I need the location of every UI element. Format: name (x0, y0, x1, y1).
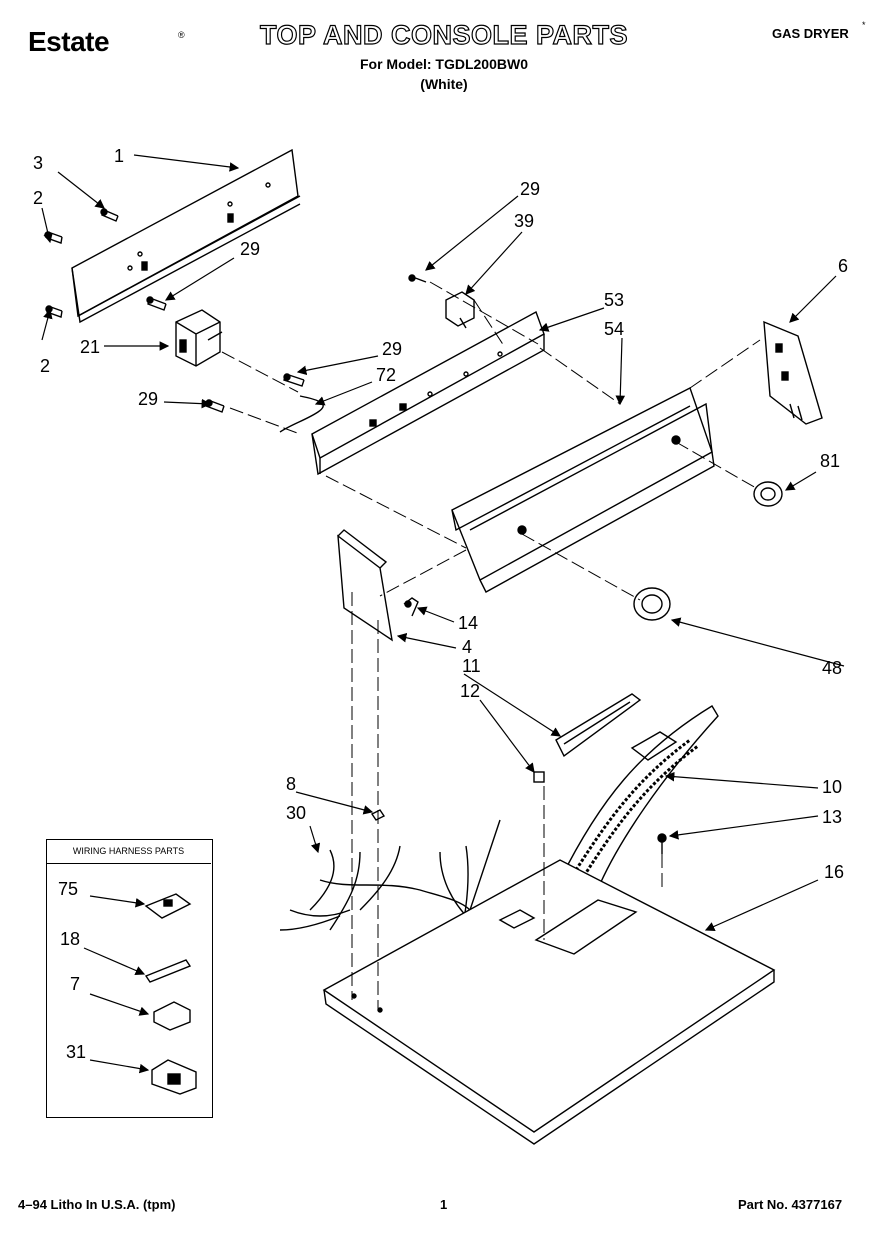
part-11-cover (555, 693, 642, 758)
callout-29-left: 29 (240, 239, 261, 259)
harness-callout-75: 75 (58, 879, 79, 899)
callout-2-bottom: 2 (40, 356, 51, 376)
part-39-switch (445, 291, 475, 329)
callout-12: 12 (460, 681, 481, 701)
callout-13: 13 (822, 807, 843, 827)
part-81-knob (753, 481, 783, 507)
part-1-rail (71, 148, 301, 324)
callout-11: 11 (462, 656, 481, 676)
callout-1: 1 (114, 146, 125, 166)
part-21-timer (175, 309, 223, 367)
footer-litho: 4–94 Litho In U.S.A. (tpm) (18, 1197, 176, 1212)
screw-29c (283, 373, 305, 387)
callout-16: 16 (824, 862, 845, 882)
footer-part-number: Part No. 4377167 (738, 1197, 843, 1212)
page-title: TOP AND CONSOLE PARTS (259, 19, 629, 50)
part-4-plate (337, 529, 393, 642)
harness-callout-7: 7 (70, 974, 81, 994)
color-line: (White) (420, 76, 468, 92)
part-72-wires (279, 395, 324, 433)
callout-30: 30 (286, 803, 307, 823)
screw-29a (146, 296, 167, 311)
part-6-endcap (763, 320, 823, 425)
harness-callout-31: 31 (66, 1042, 87, 1062)
callout-48: 48 (822, 658, 843, 678)
screw-29b (408, 274, 427, 283)
callout-54: 54 (604, 319, 625, 339)
callout-2-top: 2 (33, 188, 44, 208)
brand-registered-mark: ® (178, 30, 185, 40)
screw-3 (100, 208, 119, 222)
callout-8: 8 (286, 774, 297, 794)
callout-29-mid: 29 (382, 339, 403, 359)
callout-53: 53 (604, 290, 625, 310)
footer-page-number: 1 (440, 1197, 448, 1212)
harness-part-31 (151, 1059, 197, 1095)
callout-4: 4 (462, 637, 473, 657)
screw-14 (403, 597, 419, 617)
callout-3: 3 (33, 153, 44, 173)
callout-10: 10 (822, 777, 843, 797)
part-10-lint-screen (558, 705, 719, 885)
screw-13 (657, 833, 667, 854)
part-8-clip (370, 809, 386, 821)
product-type-mark: * (862, 20, 866, 30)
harness-part-7 (153, 1001, 191, 1031)
wiring-harness-title: WIRING HARNESS PARTS (46, 839, 211, 864)
product-type: GAS DRYER (772, 26, 849, 41)
callout-29-top: 29 (520, 179, 541, 199)
callout-72: 72 (376, 365, 397, 385)
model-line: For Model: TGDL200BW0 (359, 56, 528, 72)
part-54-console (451, 387, 715, 593)
part-53-bracket (311, 310, 545, 476)
screw-29d (205, 399, 225, 413)
harness-part-18 (144, 959, 192, 983)
harness-part-75 (144, 893, 192, 919)
part-16-top (322, 859, 776, 1145)
callout-14: 14 (458, 613, 479, 633)
callout-81: 81 (820, 451, 841, 471)
callout-6: 6 (838, 256, 849, 276)
callout-29-lower: 29 (138, 389, 159, 409)
callout-39: 39 (514, 211, 535, 231)
part-48-knob (633, 587, 671, 621)
part-12-clip (533, 771, 545, 783)
brand-logo: Estate (28, 26, 110, 57)
harness-callout-18: 18 (60, 929, 81, 949)
wiring-harness-box (46, 839, 213, 1118)
callout-21: 21 (80, 337, 101, 357)
